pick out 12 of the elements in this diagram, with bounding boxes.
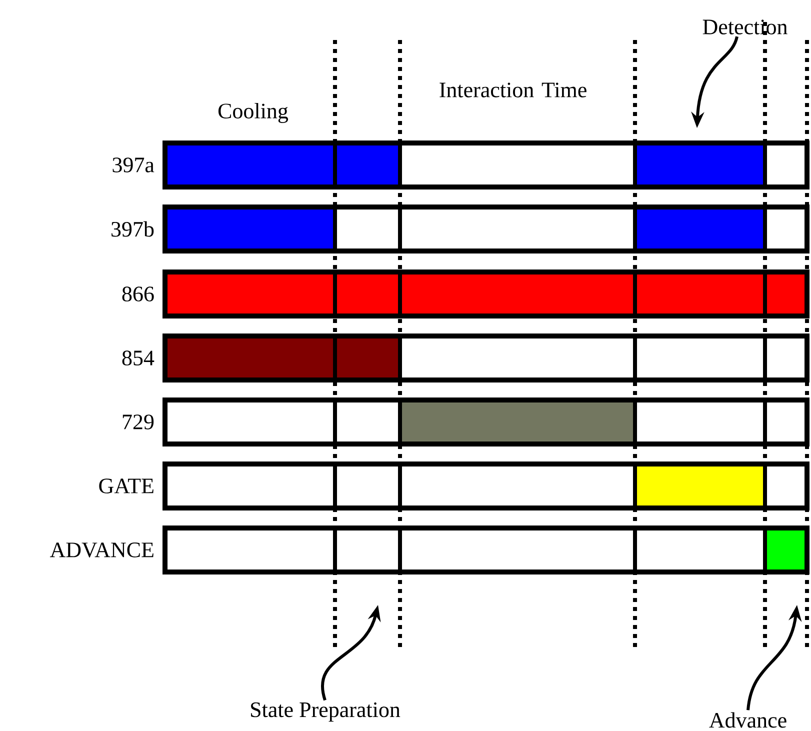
phase-label: Advance bbox=[709, 712, 786, 728]
phase-label: Cooling bbox=[218, 103, 288, 124]
channel-label: 729 bbox=[122, 414, 154, 430]
phase-label: Detection bbox=[702, 20, 788, 34]
phase-label: Interaction Time bbox=[440, 82, 586, 98]
channel-label: 866 bbox=[122, 286, 154, 302]
channel-label: 397a bbox=[112, 158, 154, 172]
phase-label: State Preparation bbox=[251, 702, 400, 722]
channel-label: ADVANCE bbox=[50, 542, 154, 558]
channel-label: 397b bbox=[112, 221, 154, 237]
channel-label: 854 bbox=[122, 350, 154, 366]
channel-label: GATE bbox=[99, 478, 154, 494]
